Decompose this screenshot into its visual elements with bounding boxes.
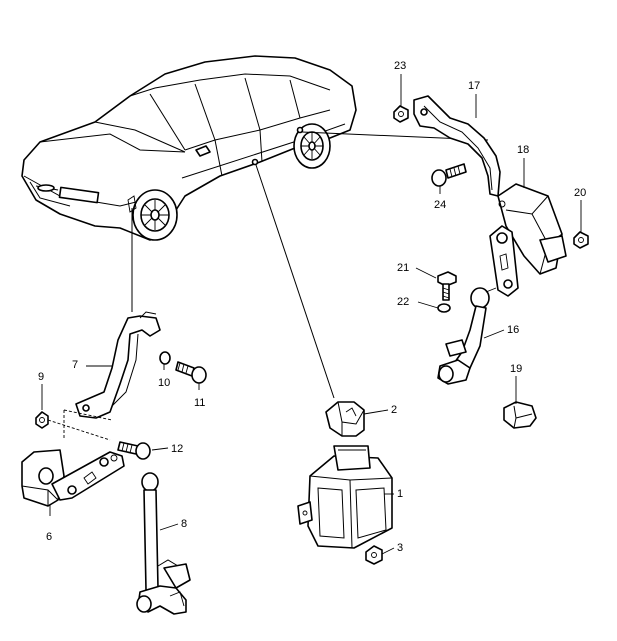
front-level-sensor-part-6 xyxy=(21,449,125,507)
bolt-part-21 xyxy=(437,271,457,301)
clip-part-19 xyxy=(503,401,537,429)
callout-21: 21 xyxy=(397,262,409,274)
nut-part-23 xyxy=(393,105,409,123)
retaining-clip-part-2 xyxy=(325,401,365,437)
callout-16: 16 xyxy=(507,324,519,336)
control-unit-part-1 xyxy=(297,445,393,549)
callout-23: 23 xyxy=(394,60,406,72)
rear-bracket-part-17 xyxy=(413,95,501,197)
callout-2: 2 xyxy=(391,404,397,416)
callout-12: 12 xyxy=(171,443,183,455)
callout-leaders xyxy=(41,74,582,555)
front-link-rod-part-8 xyxy=(136,472,191,615)
nut-part-3 xyxy=(365,545,383,565)
callout-10: 10 xyxy=(158,377,170,389)
callout-19: 19 xyxy=(510,363,522,375)
leader-control-unit xyxy=(255,164,335,399)
mounting-guide-lines xyxy=(47,409,113,441)
front-bracket-part-7 xyxy=(75,311,161,419)
callout-1: 1 xyxy=(397,488,403,500)
callout-20: 20 xyxy=(574,187,586,199)
callout-18: 18 xyxy=(517,144,529,156)
bolt-part-11 xyxy=(175,361,207,384)
rear-link-rod-part-16 xyxy=(437,287,497,385)
callout-17: 17 xyxy=(468,80,480,92)
rear-level-sensor-part-18 xyxy=(489,183,567,297)
callout-22: 22 xyxy=(397,296,409,308)
washer-part-22 xyxy=(437,303,451,313)
callout-11: 11 xyxy=(194,397,205,409)
bolt-part-12 xyxy=(117,441,151,460)
callout-24: 24 xyxy=(434,199,446,211)
bolt-part-24 xyxy=(431,163,467,187)
nut-part-20 xyxy=(573,231,589,249)
callout-3: 3 xyxy=(397,542,403,554)
callout-8: 8 xyxy=(181,518,187,530)
car-illustration xyxy=(21,55,357,241)
callout-7: 7 xyxy=(72,359,78,371)
nut-part-9 xyxy=(35,411,49,429)
callout-9: 9 xyxy=(38,371,44,383)
callout-6: 6 xyxy=(46,531,52,543)
washer-part-10 xyxy=(159,351,171,365)
